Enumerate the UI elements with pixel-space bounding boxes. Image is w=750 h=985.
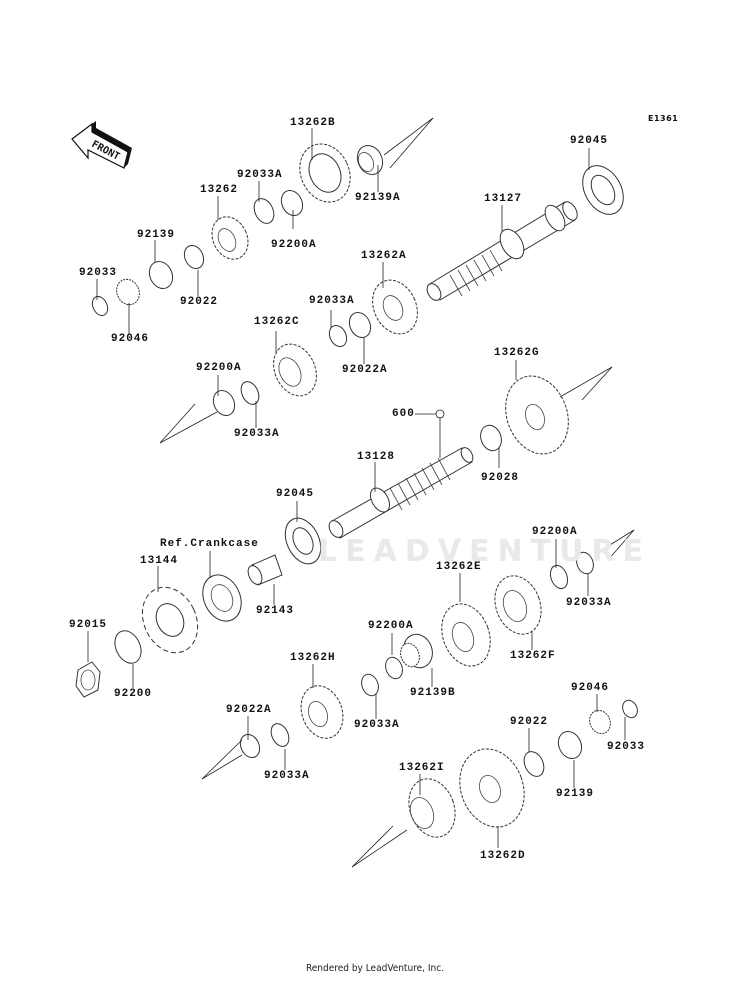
gear-13262D: [459, 748, 525, 828]
watermark: LEADVENTURE: [318, 534, 651, 569]
footer-credit: Rendered by LeadVenture, Inc.: [305, 963, 445, 974]
part-label[interactable]: 92139: [137, 229, 176, 241]
gear-13262E: [441, 603, 491, 667]
part-label[interactable]: 92022: [180, 296, 219, 308]
part-label[interactable]: 92139: [556, 788, 595, 800]
part-label[interactable]: 92028: [481, 472, 520, 484]
part-label[interactable]: 92200A: [368, 620, 414, 632]
needle-bearing-92139A: [356, 144, 384, 176]
part-label[interactable]: 13262: [200, 184, 239, 196]
part-label[interactable]: 92033A: [566, 597, 612, 609]
part-label[interactable]: 92033A: [264, 770, 310, 782]
bearing-92045-top: [582, 165, 624, 215]
part-label[interactable]: 600: [392, 408, 415, 420]
part-label[interactable]: 92033A: [234, 428, 280, 440]
part-label[interactable]: 92033A: [237, 169, 283, 181]
part-label[interactable]: 13262F: [510, 650, 556, 662]
part-label[interactable]: 92033: [79, 267, 118, 279]
sprocket-13144: [141, 586, 199, 654]
part-label[interactable]: 92139A: [355, 192, 401, 204]
part-label[interactable]: 13262I: [399, 762, 445, 774]
part-label[interactable]: 92200A: [271, 239, 317, 251]
gear-13262F: [494, 575, 542, 635]
part-label[interactable]: 92046: [111, 333, 150, 345]
gear-13262I: [408, 778, 456, 838]
part-label[interactable]: 92033: [607, 741, 646, 753]
gear-13262: [211, 216, 249, 260]
part-label[interactable]: 92200: [114, 688, 153, 700]
part-label[interactable]: 13144: [140, 555, 179, 567]
part-label[interactable]: 92022A: [226, 704, 272, 716]
part-label[interactable]: 92143: [256, 605, 295, 617]
part-label[interactable]: 92015: [69, 619, 108, 631]
part-label[interactable]: 92200A: [196, 362, 242, 374]
part-label[interactable]: 92033A: [354, 719, 400, 731]
gear-13262B: [299, 143, 351, 203]
gear-13262H: [300, 685, 344, 739]
part-label[interactable]: 92022: [510, 716, 549, 728]
shaft-13127: [426, 201, 578, 301]
gear-13262G: [505, 375, 569, 455]
gear-13262A: [372, 279, 418, 335]
part-label[interactable]: 92046: [571, 682, 610, 694]
part-label[interactable]: 92022A: [342, 364, 388, 376]
part-label[interactable]: 13262A: [361, 250, 407, 262]
part-label[interactable]: 92045: [276, 488, 315, 500]
part-label[interactable]: 13262C: [254, 316, 300, 328]
part-label[interactable]: 13262E: [436, 561, 482, 573]
part-label[interactable]: 92045: [570, 135, 609, 147]
part-label[interactable]: 92033A: [309, 295, 355, 307]
gear-13262C: [273, 343, 317, 397]
part-label[interactable]: 13128: [357, 451, 396, 463]
part-label[interactable]: 92139B: [410, 687, 456, 699]
front-arrow-icon: FRONT: [71, 121, 132, 169]
shaft-13128: [328, 447, 474, 539]
part-label[interactable]: 13262H: [290, 652, 336, 664]
part-label[interactable]: Ref.Crankcase: [160, 538, 259, 550]
part-label[interactable]: 13262D: [480, 850, 526, 862]
part-label[interactable]: 13127: [484, 193, 523, 205]
part-label[interactable]: 13262G: [494, 347, 540, 359]
part-label[interactable]: 13262B: [290, 117, 336, 129]
diagram-code: E1361: [648, 114, 679, 123]
part-label[interactable]: 92200A: [532, 526, 578, 538]
